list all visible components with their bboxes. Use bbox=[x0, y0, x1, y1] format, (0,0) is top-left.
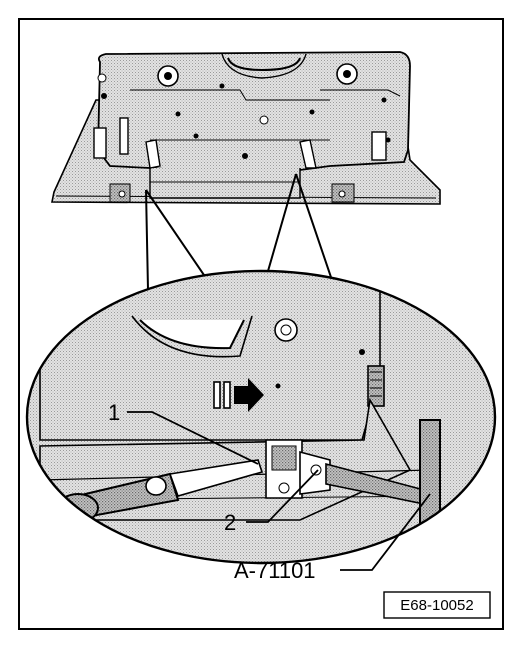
tool-a71101 bbox=[299, 419, 441, 543]
overview-unit bbox=[51, 51, 441, 205]
detail-oval-border bbox=[25, 269, 497, 565]
detail-view bbox=[25, 269, 497, 565]
callout-1: 1 bbox=[108, 400, 120, 425]
leader-line-2 bbox=[246, 469, 319, 523]
callout-tool: A-71101 bbox=[234, 558, 316, 583]
figure-id-box bbox=[383, 591, 491, 619]
leader-line-tool bbox=[340, 493, 431, 571]
callout-2: 2 bbox=[224, 510, 236, 535]
figure-id: E68-10052 bbox=[400, 597, 473, 614]
double-bar-right-arrow-icon bbox=[213, 378, 264, 412]
leader-line-1 bbox=[127, 411, 259, 465]
